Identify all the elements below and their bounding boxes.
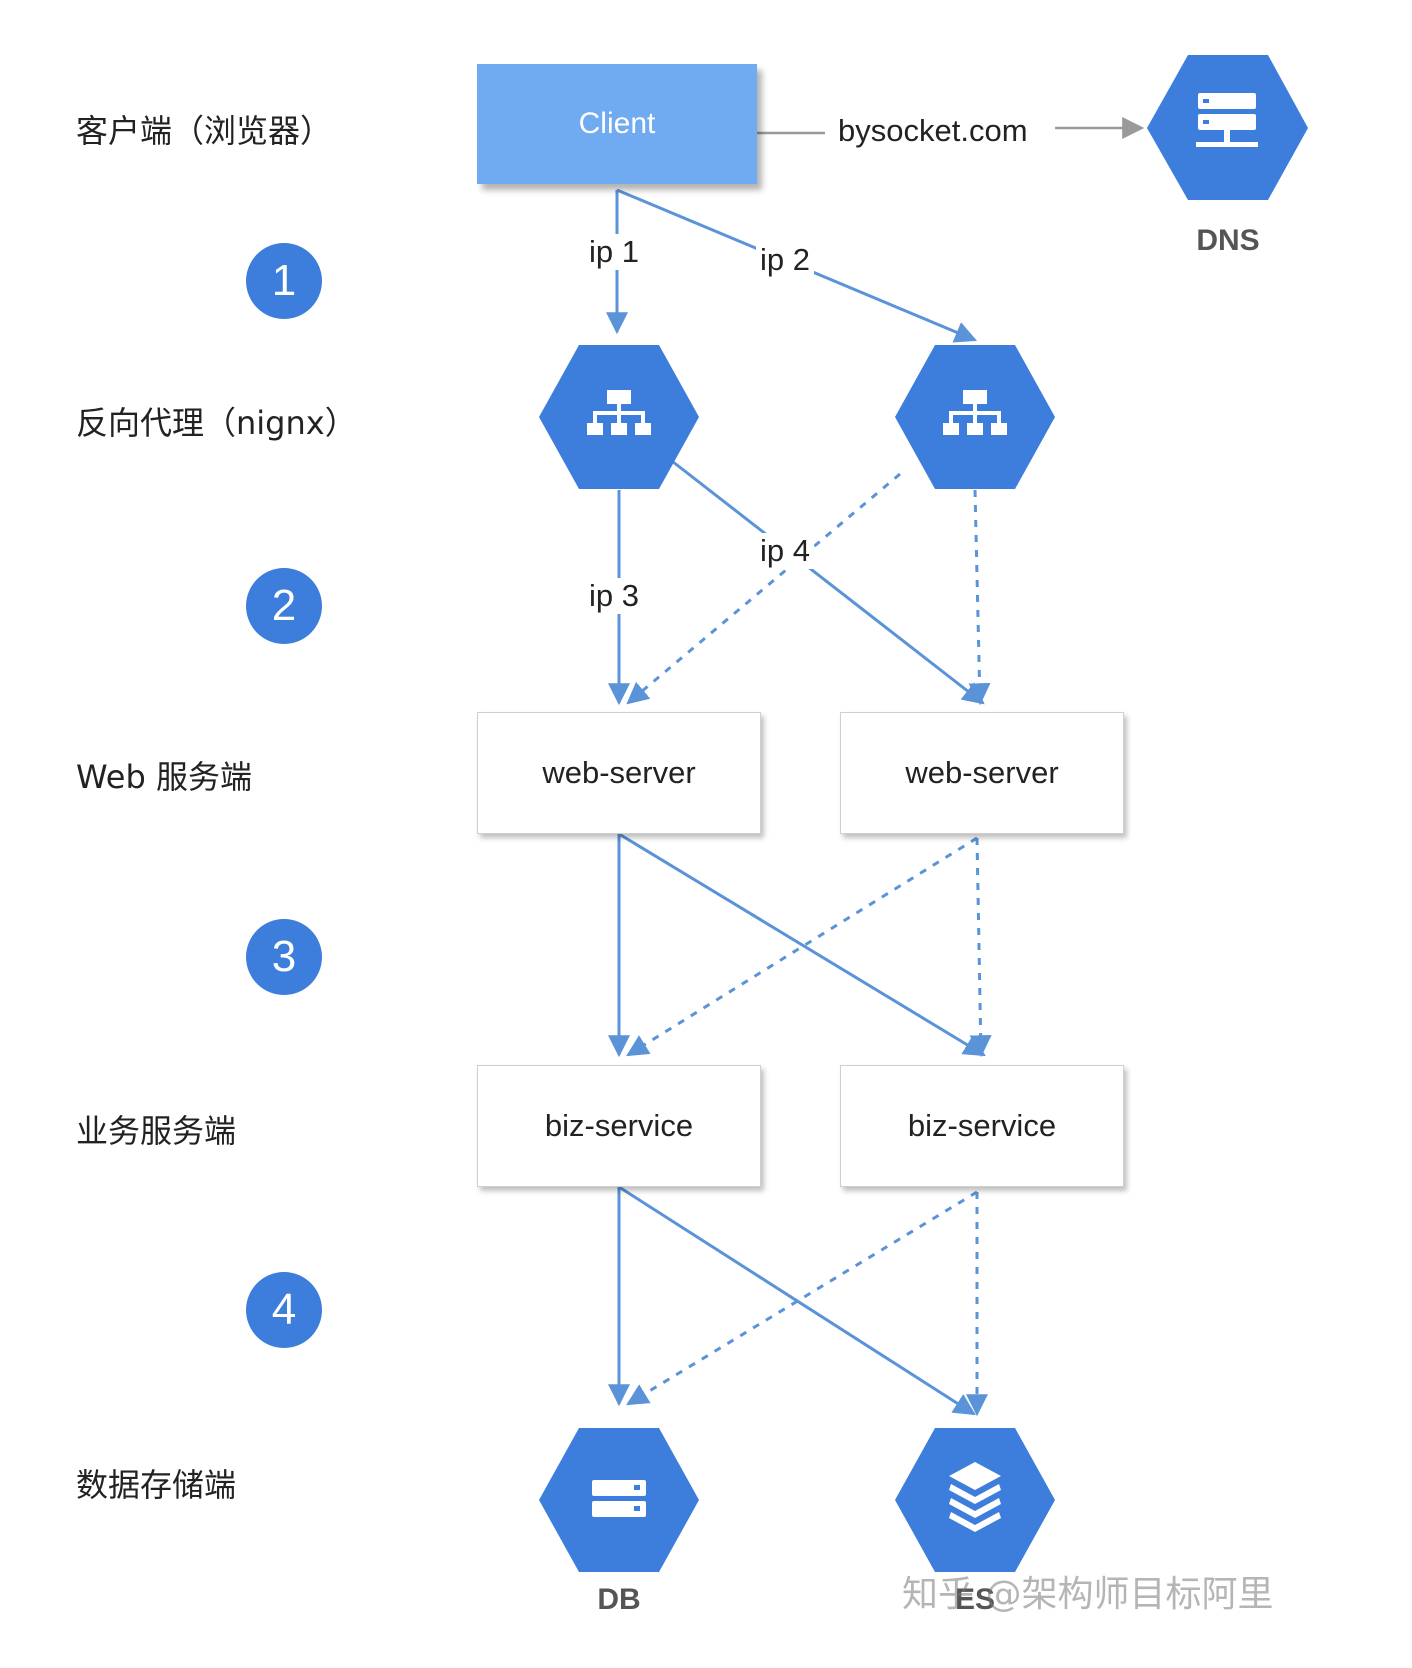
db-node: [539, 1428, 699, 1572]
step-badge-1: 1: [246, 243, 322, 319]
row-label-storage: 数据存储端: [76, 1466, 237, 1504]
db-hexagon: [539, 1428, 699, 1572]
domain-label: bysocket.com: [834, 113, 1032, 149]
proxy-2-to-web-1-dashed-arrow: [626, 472, 901, 705]
biz-2-to-db-dashed-arrow: [626, 1190, 978, 1406]
biz-service-2: biz-service: [840, 1065, 1124, 1187]
ip4-label: ip 4: [756, 533, 814, 569]
web-server-2: web-server: [840, 712, 1124, 834]
biz-service-1: biz-service: [477, 1065, 761, 1187]
db-label: DB: [597, 1583, 641, 1616]
web-1-to-biz-2-arrow: [618, 832, 986, 1057]
proxy-2-to-web-2-dashed-arrow: [968, 489, 991, 706]
search-stack-icon: [949, 1462, 1001, 1532]
ip1-label: ip 1: [585, 234, 643, 270]
row-label-biz-service: 业务服务端: [76, 1112, 237, 1150]
step-badge-2: 2: [246, 568, 322, 644]
database-icon: [592, 1480, 646, 1517]
step-badge-4: 4: [246, 1272, 322, 1348]
ip3-label: ip 3: [585, 578, 643, 614]
es-node: [895, 1428, 1055, 1572]
step-badge-3: 3: [246, 919, 322, 995]
dns-label: DNS: [1196, 224, 1260, 257]
web-2-to-biz-2-dashed-arrow: [969, 837, 992, 1058]
proxy-node-2: [895, 345, 1055, 489]
web-server-1: web-server: [477, 712, 761, 834]
row-label-client: 客户端（浏览器）: [76, 112, 333, 150]
watermark: 知乎 @架构师目标阿里: [902, 1574, 1274, 1615]
dns-node: [1147, 55, 1308, 200]
ip2-label: ip 2: [756, 242, 814, 278]
load-balancer-icon: [587, 390, 651, 435]
dns-server-icon: [1196, 93, 1258, 147]
row-label-web-server: Web 服务端: [76, 758, 252, 796]
row-label-reverse-proxy: 反向代理（nignx）: [76, 404, 357, 442]
client-node: Client: [477, 64, 757, 184]
es-label: ES: [954, 1583, 996, 1616]
load-balancer-icon: [943, 390, 1007, 435]
proxy-node-1: [539, 345, 699, 489]
proxy-1-to-web-2-arrow: [667, 456, 985, 705]
